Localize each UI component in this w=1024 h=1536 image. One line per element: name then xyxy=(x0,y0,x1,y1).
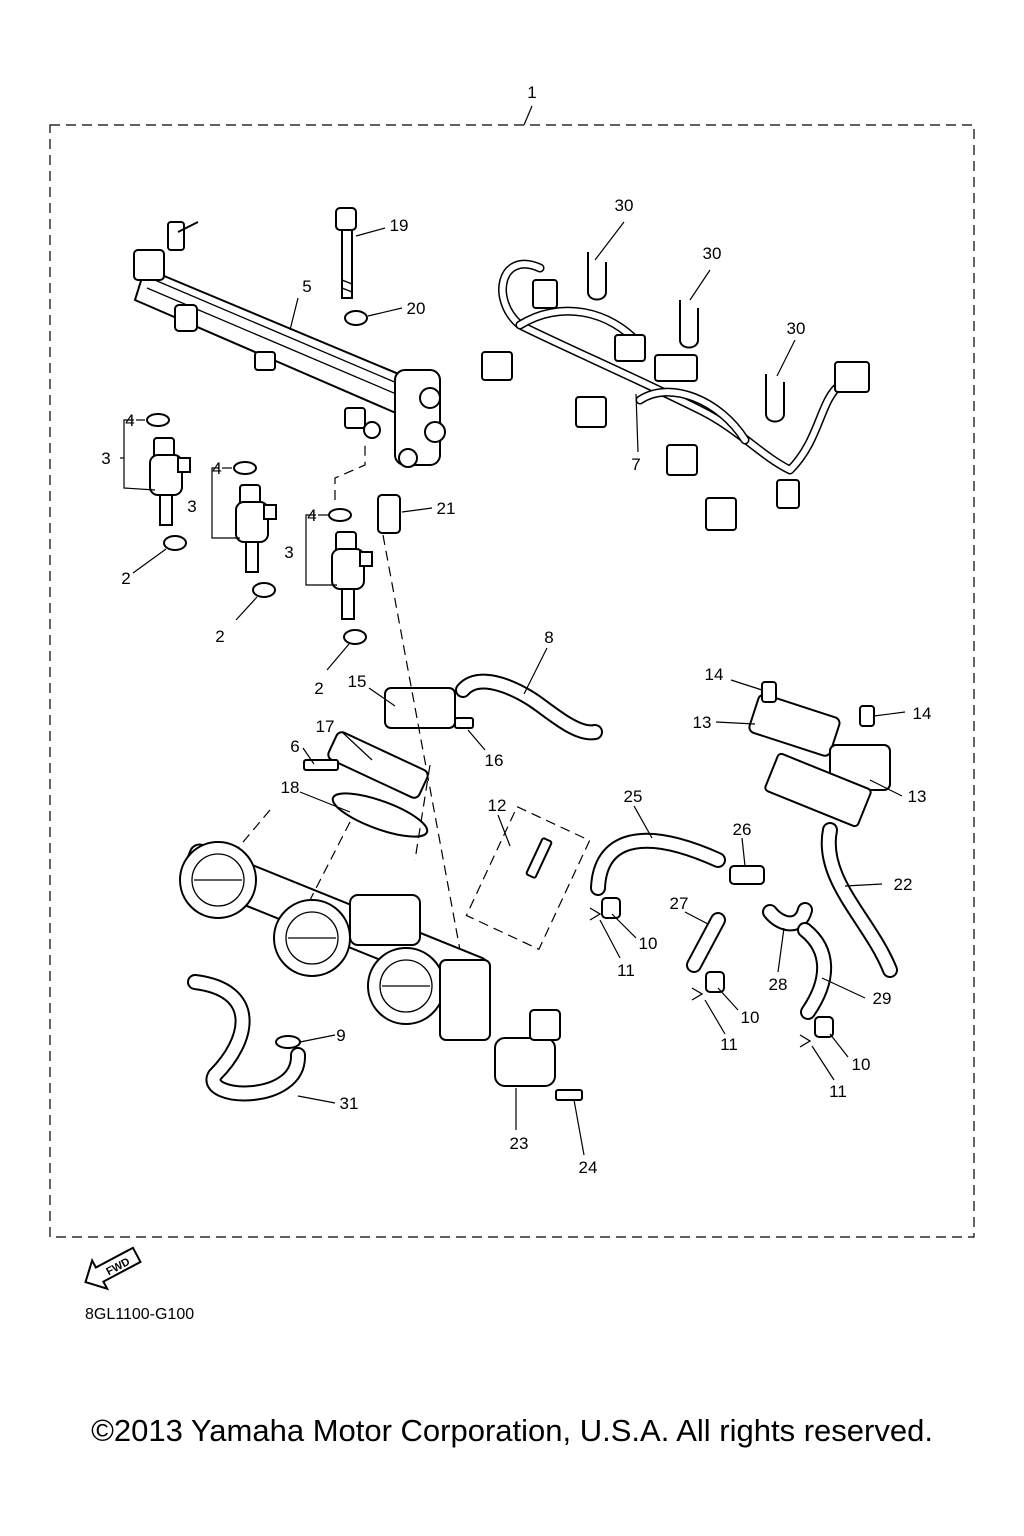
clip-30a xyxy=(587,252,607,301)
callout-30b: 30 xyxy=(703,244,722,263)
callout-10c: 10 xyxy=(852,1055,871,1074)
screw-set-12 xyxy=(465,805,591,951)
callout-22: 22 xyxy=(894,875,913,894)
cap-10c xyxy=(814,1016,834,1038)
callout-3c: 3 xyxy=(284,543,293,562)
callout-31: 31 xyxy=(340,1094,359,1113)
fwd-arrow-icon: FWD xyxy=(84,1246,142,1291)
cap-10a xyxy=(601,897,621,919)
callout-18: 18 xyxy=(281,778,300,797)
callout-27: 27 xyxy=(670,894,689,913)
callout-30a: 30 xyxy=(615,196,634,215)
callout-6: 6 xyxy=(290,737,299,756)
callout-8: 8 xyxy=(544,628,553,647)
injector-2 xyxy=(233,461,277,598)
callout-5: 5 xyxy=(302,277,311,296)
screw-6 xyxy=(303,759,339,771)
callout-14a: 14 xyxy=(705,665,724,684)
callout-2c: 2 xyxy=(314,679,323,698)
callout-15: 15 xyxy=(348,672,367,691)
joint-26 xyxy=(729,865,765,885)
clip-30c xyxy=(765,374,785,423)
bolt-14a xyxy=(761,681,777,703)
callout-7: 7 xyxy=(631,455,640,474)
bracket-17 xyxy=(327,731,429,799)
sensor-15 xyxy=(384,687,456,729)
bracket-13a xyxy=(748,693,841,757)
bolt-19 xyxy=(335,207,357,299)
clip-9 xyxy=(275,1035,301,1049)
callout-29: 29 xyxy=(873,989,892,1008)
callout-3b: 3 xyxy=(187,497,196,516)
clip-11b xyxy=(691,987,704,1001)
callout-16: 16 xyxy=(485,751,504,770)
callout-13b: 13 xyxy=(908,787,927,806)
callout-4b: 4 xyxy=(212,459,221,478)
callout-10b: 10 xyxy=(741,1008,760,1027)
callout-9: 9 xyxy=(336,1026,345,1045)
callout-19: 19 xyxy=(390,216,409,235)
copyright-notice: ©2013 Yamaha Motor Corporation, U.S.A. A… xyxy=(91,1413,933,1448)
screw-16 xyxy=(454,717,474,729)
fuel-rail xyxy=(133,221,446,468)
callout-26: 26 xyxy=(733,820,752,839)
clip-30b xyxy=(679,300,699,349)
cap-10b xyxy=(705,971,725,993)
callout-17: 17 xyxy=(316,717,335,736)
callout-13a: 13 xyxy=(693,713,712,732)
wire-harness xyxy=(481,259,870,531)
callout-23: 23 xyxy=(510,1134,529,1153)
assembly-boundary xyxy=(49,124,975,1238)
callout-12: 12 xyxy=(488,796,507,815)
bolt-24 xyxy=(555,1089,583,1101)
gasket-18 xyxy=(331,792,429,838)
callout-2b: 2 xyxy=(215,627,224,646)
clip-11a xyxy=(589,907,602,921)
bracket-plate xyxy=(764,752,872,828)
callout-3a: 3 xyxy=(101,449,110,468)
callout-11c: 11 xyxy=(829,1082,847,1101)
callout-30c: 30 xyxy=(787,319,806,338)
bolt-14b xyxy=(859,705,875,727)
sensor-23 xyxy=(494,1037,556,1087)
callout-2a: 2 xyxy=(121,569,130,588)
washer-20 xyxy=(344,310,368,326)
injector-1 xyxy=(146,413,191,551)
callout-20: 20 xyxy=(407,299,426,318)
diagram-code: 8GL1100-G100 xyxy=(85,1306,195,1323)
callout-25: 25 xyxy=(624,787,643,806)
callout-4a: 4 xyxy=(125,411,134,430)
callout-24: 24 xyxy=(579,1158,598,1177)
callout-4c: 4 xyxy=(307,506,316,525)
callout-10a: 10 xyxy=(639,934,658,953)
callout-14b: 14 xyxy=(913,704,932,723)
callout-1: 1 xyxy=(527,83,536,102)
injector-3 xyxy=(328,508,373,645)
callout-21: 21 xyxy=(437,499,456,518)
clip-11c xyxy=(799,1034,812,1048)
collar-21 xyxy=(377,494,401,534)
throttle-body xyxy=(179,841,491,1041)
callout-11b: 11 xyxy=(720,1035,738,1054)
callout-28: 28 xyxy=(769,975,788,994)
callout-11a: 11 xyxy=(617,961,635,980)
